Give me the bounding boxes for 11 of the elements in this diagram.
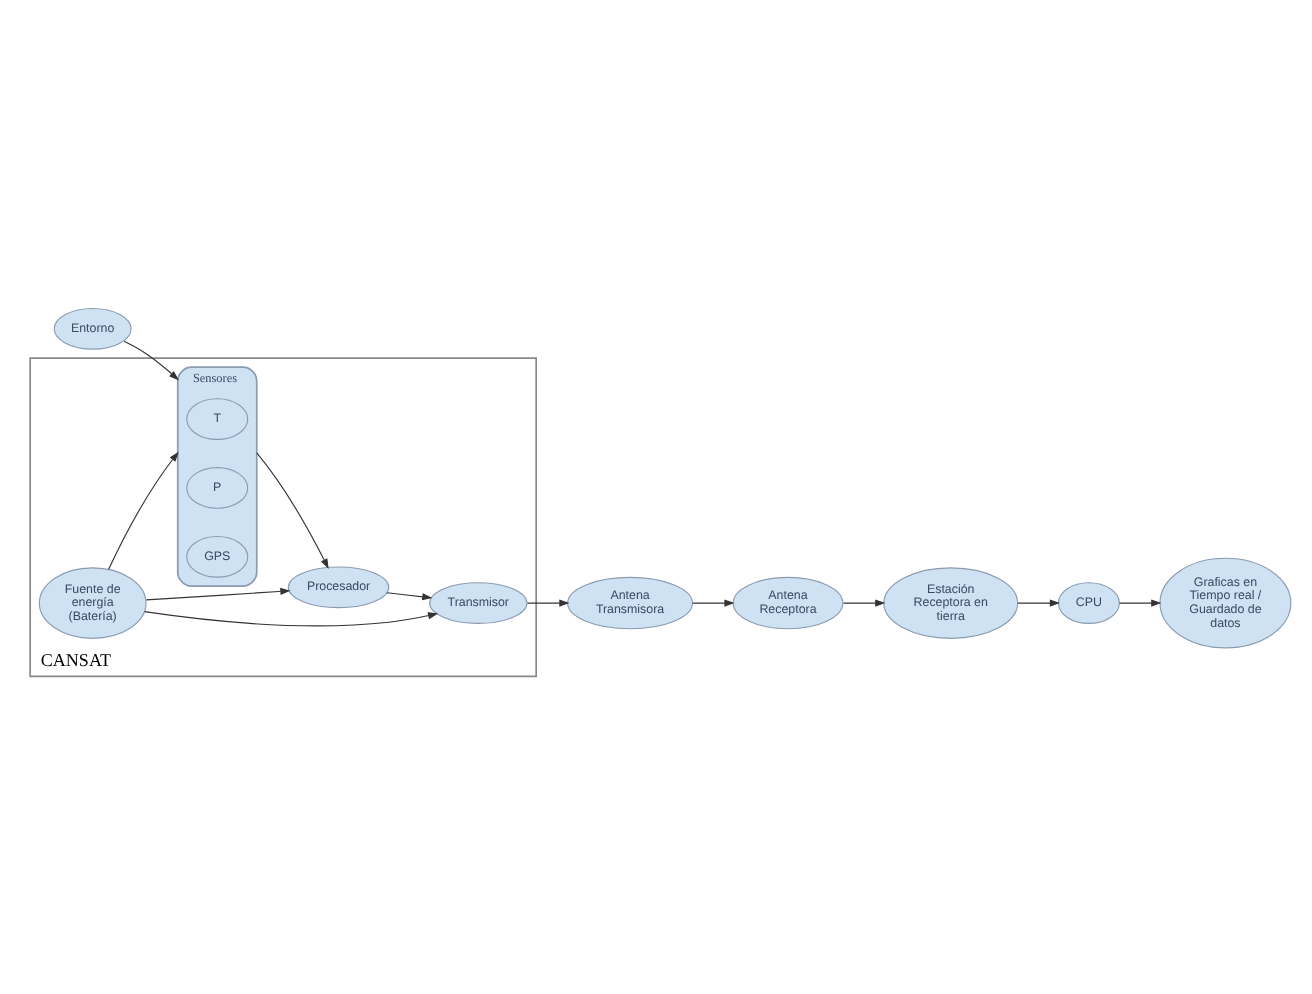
arrow (145, 587, 291, 601)
arrow (1017, 599, 1060, 607)
arrow (526, 599, 570, 607)
arrow (107, 451, 179, 571)
arrow (386, 592, 433, 601)
arrow (256, 452, 329, 569)
arrow (123, 340, 180, 381)
arrow (692, 599, 735, 607)
arrow (143, 611, 439, 627)
arrow (842, 599, 886, 607)
arrow (1118, 599, 1162, 607)
